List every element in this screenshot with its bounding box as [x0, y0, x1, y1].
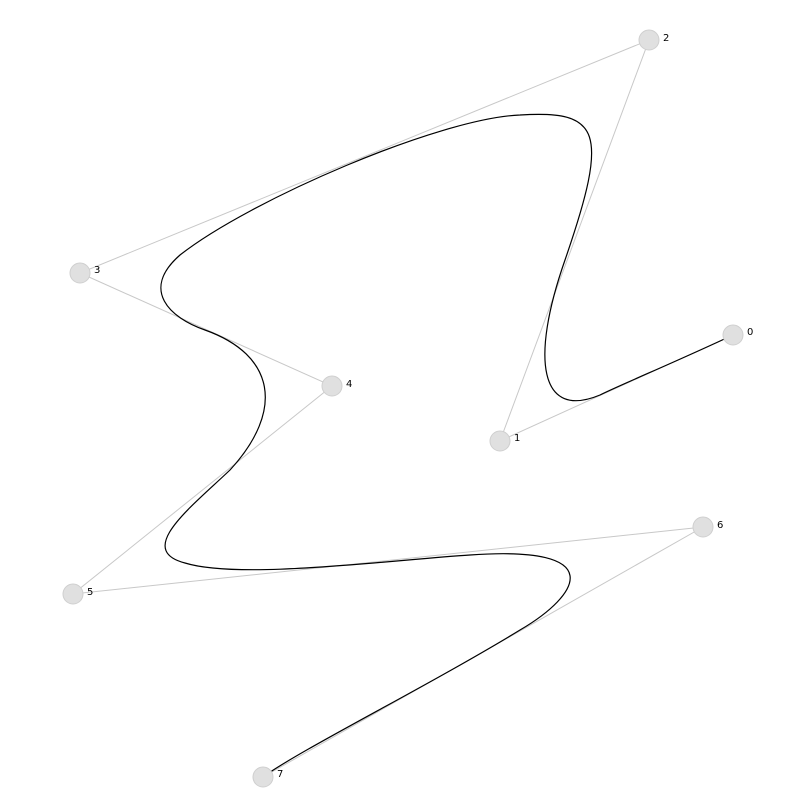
control-point-7[interactable]: 7: [252, 766, 283, 788]
control-point-label: 2: [663, 33, 669, 44]
control-point-0[interactable]: 0: [722, 324, 753, 346]
control-point-1[interactable]: 1: [489, 430, 520, 452]
control-point-label: 6: [717, 520, 723, 531]
control-point-handle[interactable]: [321, 375, 343, 397]
control-point-label: 0: [747, 327, 753, 338]
control-point-handle[interactable]: [69, 262, 91, 284]
control-point-label: 5: [87, 587, 93, 598]
control-polygon-line: [71, 39, 734, 778]
spline-curve: [160, 113, 734, 778]
control-point-label: 4: [346, 379, 352, 390]
control-point-3[interactable]: 3: [69, 262, 100, 284]
control-point-label: 1: [514, 433, 520, 444]
control-point-handle[interactable]: [489, 430, 511, 452]
control-point-handle[interactable]: [692, 516, 714, 538]
control-point-handle[interactable]: [638, 29, 660, 51]
control-point-6[interactable]: 6: [692, 516, 723, 538]
control-polygon: [71, 39, 734, 778]
control-point-5[interactable]: 5: [62, 583, 93, 605]
control-point-handle[interactable]: [62, 583, 84, 605]
control-point-label: 7: [277, 769, 283, 780]
control-point-handle[interactable]: [252, 766, 274, 788]
control-point-4[interactable]: 4: [321, 375, 352, 397]
control-point-label: 3: [94, 265, 100, 276]
control-point-2[interactable]: 2: [638, 29, 669, 51]
control-point-handle[interactable]: [722, 324, 744, 346]
